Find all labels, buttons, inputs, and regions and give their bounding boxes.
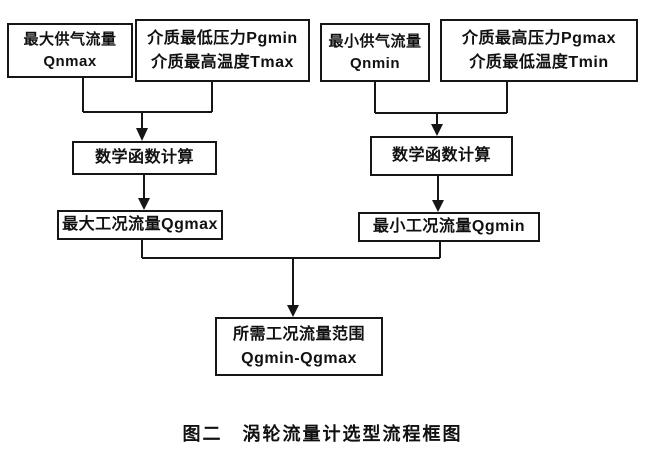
box-result-qgmax: 最大工况流量Qgmax xyxy=(57,210,223,240)
box-max-pressure-min-temp-line1: 介质最高压力Pgmax xyxy=(462,30,616,48)
box-min-pressure-max-temp-line1: 介质最低压力Pgmin xyxy=(147,30,298,48)
box-result-qgmin: 最小工况流量Qgmin xyxy=(358,212,540,242)
figure-caption: 图二 涡轮流量计选型流程框图 xyxy=(182,424,463,444)
box-final-range: 所需工况流量范围 Qgmin-Qgmax xyxy=(215,317,383,376)
arrow-down-icon xyxy=(431,124,443,136)
box-calc-left-label: 数学函数计算 xyxy=(94,149,194,167)
bracket-bottom xyxy=(141,240,441,306)
box-calc-right-label: 数学函数计算 xyxy=(391,147,491,165)
box-result-qgmin-label: 最小工况流量Qgmin xyxy=(372,218,526,236)
box-calc-left: 数学函数计算 xyxy=(72,141,217,175)
box-min-supply-flow: 最小供气流量 Qnmin xyxy=(320,23,430,82)
box-max-supply-flow-line2: Qnmax xyxy=(43,52,97,70)
box-final-range-line1: 所需工况流量范围 xyxy=(232,326,365,344)
box-min-pressure-max-temp-line2: 介质最高温度Tmax xyxy=(151,53,294,71)
box-min-supply-flow-line2: Qnmin xyxy=(350,54,400,72)
arrow-down-icon xyxy=(432,200,444,212)
box-min-pressure-max-temp: 介质最低压力Pgmin 介质最高温度Tmax xyxy=(135,19,310,82)
arrow-down-icon xyxy=(136,128,148,141)
box-max-supply-flow: 最大供气流量 Qnmax xyxy=(7,23,133,78)
box-calc-right: 数学函数计算 xyxy=(370,136,513,176)
box-result-qgmax-label: 最大工况流量Qgmax xyxy=(62,216,218,234)
box-min-supply-flow-line1: 最小供气流量 xyxy=(328,32,422,50)
box-final-range-line2: Qgmin-Qgmax xyxy=(241,349,357,367)
box-max-supply-flow-line1: 最大供气流量 xyxy=(23,30,117,48)
arrow-down-icon xyxy=(287,305,299,317)
arrow-down-icon xyxy=(138,198,150,210)
bracket-top-left xyxy=(82,78,213,129)
bracket-top-right xyxy=(374,82,508,125)
box-max-pressure-min-temp: 介质最高压力Pgmax 介质最低温度Tmin xyxy=(440,19,638,82)
box-max-pressure-min-temp-line2: 介质最低温度Tmin xyxy=(469,53,609,71)
